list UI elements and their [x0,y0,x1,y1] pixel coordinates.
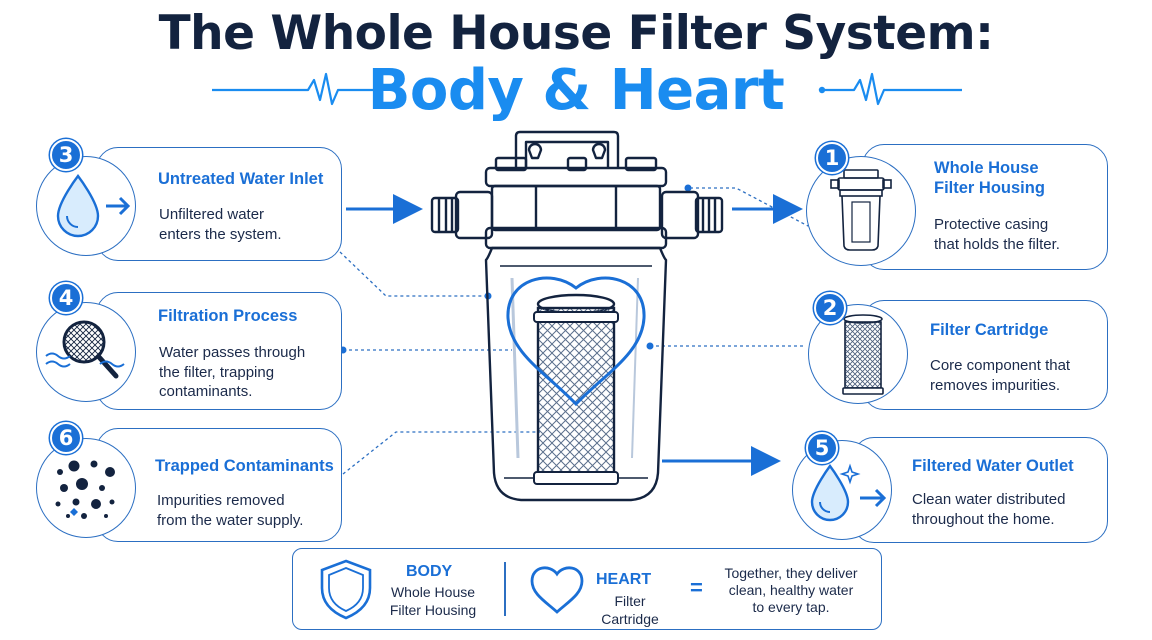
badge-2: 2 [814,292,846,324]
inlet-title: Untreated Water Inlet [158,170,324,188]
shield-icon [320,559,372,620]
badge-5: 5 [806,432,838,464]
legend-heart-label: HEART [596,571,652,588]
cartridge-title: Filter Cartridge [930,321,1049,339]
card-filtered-water-outlet [852,437,1108,543]
particles-icon [55,460,115,519]
filter-illustration [430,130,724,502]
legend-heart-description: Filter Cartridge [601,593,659,627]
heart-icon [530,566,584,614]
legend-body-description: Whole House Filter Housing [389,584,477,618]
page-subtitle: Body & Heart [367,58,785,123]
card-trapped-contaminants [96,428,342,542]
heart-outline-icon [506,276,646,407]
badge-6: 6 [50,422,82,454]
outlet-description: Clean water distributed throughout the h… [912,491,1066,528]
outlet-title: Filtered Water Outlet [912,457,1074,475]
housing-icon-circle [806,156,916,266]
badge-4: 4 [50,282,82,314]
magnifier-mesh-icon [45,320,125,379]
legend-box [292,548,882,630]
filtration-description: Water passes through the filter, trappin… [159,344,306,400]
contaminants-title: Trapped Contaminants [155,457,334,475]
housing-description: Protective casing that holds the filter. [934,216,1060,253]
water-drop-arrow-icon [56,174,131,238]
badge-1: 1 [816,142,848,174]
page-title: The Whole House Filter System: [158,6,994,61]
legend-divider [504,562,506,616]
housing-title: Whole House Filter Housing [934,159,1045,197]
legend-body-label: BODY [406,563,453,580]
legend-note: Together, they deliver clean, healthy wa… [724,565,858,615]
card-untreated-water-inlet [96,147,342,261]
filter-cartridge-icon [842,314,884,395]
contaminants-description: Impurities removed from the water supply… [157,492,304,529]
filter-housing-icon [830,169,892,251]
pulse-line-left-icon [212,72,384,106]
pulse-line-right-icon [818,72,962,106]
cartridge-description: Core component that removes impurities. [930,357,1071,394]
filtration-title: Filtration Process [158,307,298,325]
clean-drop-arrow-icon [810,463,887,522]
legend-equals: = [690,575,703,600]
badge-3: 3 [50,139,82,171]
inlet-description: Unfiltered water enters the system. [159,206,282,243]
